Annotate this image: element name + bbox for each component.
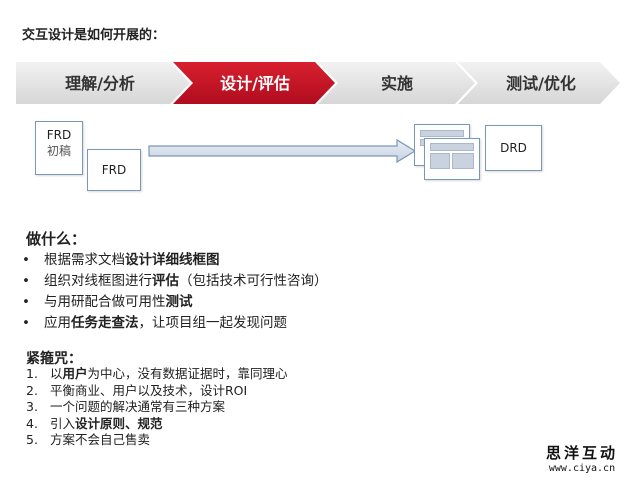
wireframe-mockup-front bbox=[424, 138, 480, 180]
process-step-design: 设计/评估 bbox=[220, 74, 290, 93]
watermark-url: www.ciya.cn bbox=[548, 463, 616, 474]
flow-arrow bbox=[148, 138, 417, 164]
list-item: 2.平衡商业、用户以及技术，设计ROI bbox=[26, 382, 248, 398]
frd-draft-sublabel: 初稿 bbox=[46, 144, 71, 158]
tips-list: 1.以用户为中心，没有数据证据时，靠同理心 2.平衡商业、用户以及技术，设计RO… bbox=[26, 366, 288, 449]
bullet-icon: • bbox=[22, 294, 30, 310]
list-item: •应用任务走查法，让项目组一起发现问题 bbox=[22, 313, 328, 334]
list-item: 1.以用户为中心，没有数据证据时，靠同理心 bbox=[26, 366, 288, 381]
watermark-brand: 思洋互动 bbox=[545, 444, 618, 462]
list-item: •组织对线框图进行评估（包括技术可行性咨询） bbox=[22, 271, 328, 292]
bullet-icon: • bbox=[22, 252, 30, 268]
process-step-understand: 理解/分析 bbox=[65, 74, 135, 93]
page-title: 交互设计是如何开展的： bbox=[22, 28, 166, 43]
list-item: 4.引入设计原则、规范 bbox=[26, 415, 163, 431]
bullet-icon: • bbox=[22, 315, 30, 331]
frd-draft-label: FRD bbox=[46, 128, 72, 142]
drd-doc: DRD bbox=[485, 125, 542, 171]
bullet-icon: • bbox=[22, 273, 30, 289]
frd-doc: FRD bbox=[87, 149, 141, 191]
list-item: 5.方案不会自己售卖 bbox=[26, 432, 151, 447]
list-item: •与用研配合做可用性测试 bbox=[22, 292, 328, 313]
process-step-implement: 实施 bbox=[380, 74, 413, 93]
tips-section-title: 紧箍咒： bbox=[26, 351, 82, 367]
watermark: 思洋互动 www.ciya.cn bbox=[546, 442, 618, 474]
process-step-test: 测试/优化 bbox=[506, 74, 576, 93]
list-item: •根据需求文档设计详细线框图 bbox=[22, 250, 328, 271]
doing-section-title: 做什么： bbox=[26, 230, 87, 248]
list-item: 3.一个问题的解决通常有三种方案 bbox=[26, 399, 226, 414]
frd-draft-doc: FRD 初稿 bbox=[35, 121, 83, 175]
doing-list: •根据需求文档设计详细线框图 •组织对线框图进行评估（包括技术可行性咨询） •与… bbox=[22, 250, 328, 334]
